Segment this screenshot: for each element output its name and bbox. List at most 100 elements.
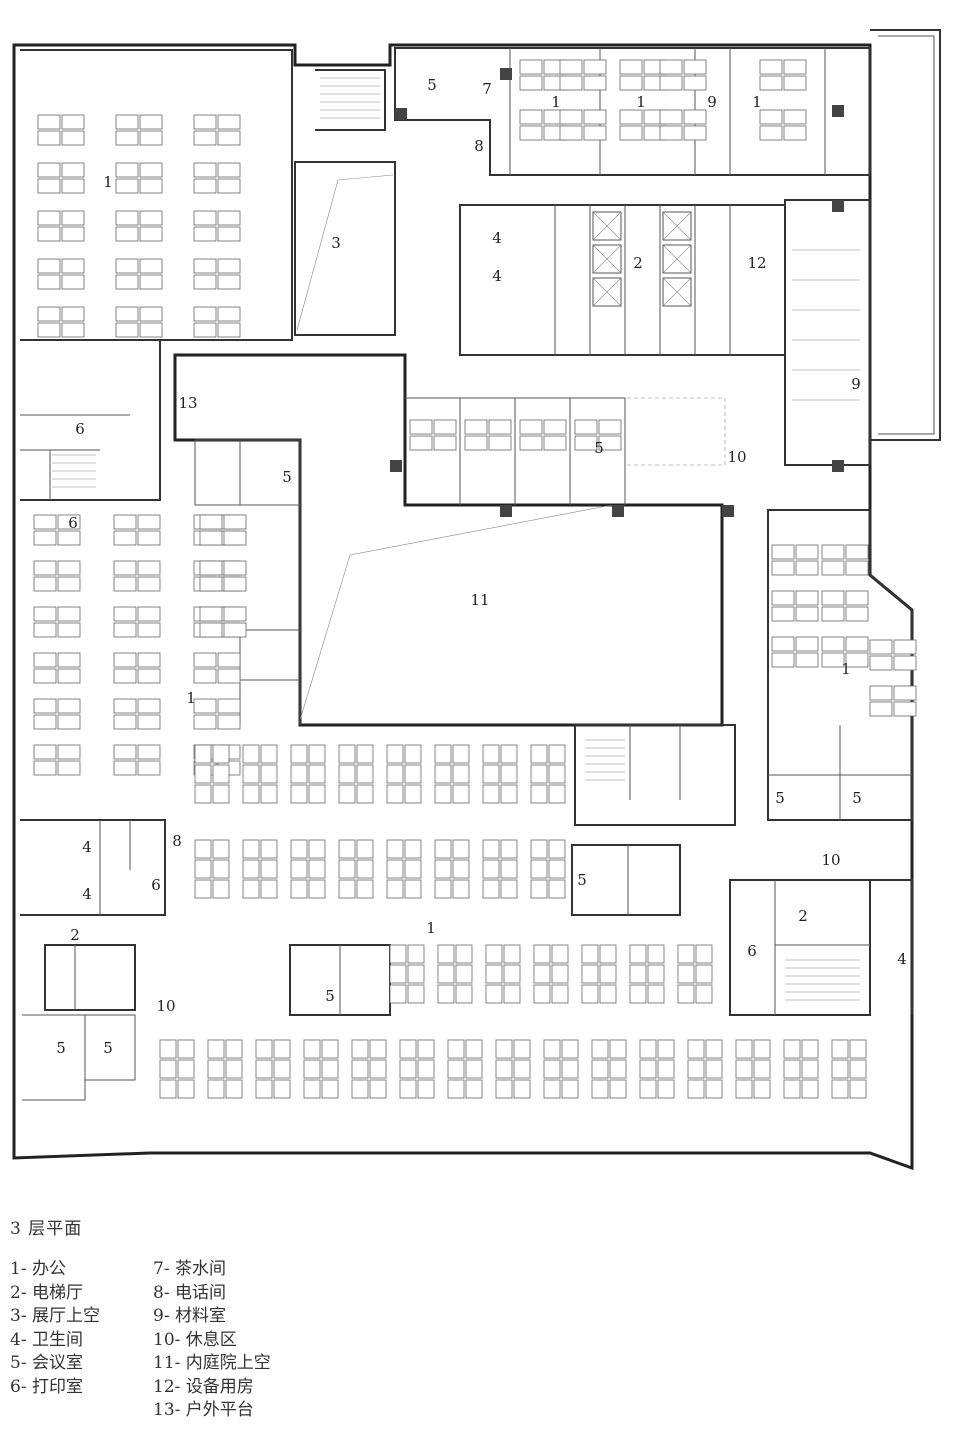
desk-shape xyxy=(683,59,707,75)
desk-shape xyxy=(159,1079,177,1099)
desk-shape xyxy=(583,109,607,125)
desk-shape xyxy=(37,258,61,274)
legend-item: 13- 户外平台 xyxy=(153,1400,254,1420)
desk-shape xyxy=(455,944,473,964)
desk-shape xyxy=(37,178,61,194)
desk-shape xyxy=(37,226,61,242)
desk-shape xyxy=(290,839,308,859)
desk-shape xyxy=(177,1039,195,1059)
desk-shape xyxy=(199,622,223,638)
desk-shape xyxy=(193,130,217,146)
desk-shape xyxy=(771,590,795,606)
desk-shape xyxy=(193,178,217,194)
legend-item: 12- 设备用房 xyxy=(153,1376,254,1397)
desk-shape xyxy=(659,59,683,75)
desk-shape xyxy=(482,784,500,804)
room-labels: 1 3 5 7 8 1 1 9 1 4 4 2 12 9 13 6 5 6 5 … xyxy=(56,76,907,1057)
desk-shape xyxy=(115,258,139,274)
desk-shape xyxy=(677,964,695,984)
desk-shape xyxy=(404,744,422,764)
desk-shape xyxy=(530,879,548,899)
desk-shape xyxy=(217,226,241,242)
desk-shape xyxy=(137,514,161,530)
desk-shape xyxy=(242,784,260,804)
room-label: 1 xyxy=(841,660,851,678)
desk-shape xyxy=(683,109,707,125)
desk-shape xyxy=(495,1079,513,1099)
desk-shape xyxy=(303,1039,321,1059)
desk-shape xyxy=(113,744,137,760)
room-label: 4 xyxy=(82,885,92,903)
desk-shape xyxy=(217,162,241,178)
desk-shape xyxy=(735,1039,753,1059)
desk-shape xyxy=(57,668,81,684)
desk-shape xyxy=(434,744,452,764)
desk-shape xyxy=(115,306,139,322)
desk-shape xyxy=(533,964,551,984)
desk-shape xyxy=(482,764,500,784)
room-label: 5 xyxy=(852,789,862,807)
desk-shape xyxy=(61,306,85,322)
room-label: 10 xyxy=(727,448,746,466)
desk-shape xyxy=(193,668,217,684)
desk-shape xyxy=(61,210,85,226)
desk-shape xyxy=(139,306,163,322)
desk-shape xyxy=(831,1039,849,1059)
desk-shape xyxy=(683,75,707,91)
room-label: 8 xyxy=(172,832,182,850)
desk-shape xyxy=(609,1079,627,1099)
desk-shape xyxy=(351,1079,369,1099)
desk-shape xyxy=(893,655,917,671)
desk-shape xyxy=(513,1079,531,1099)
desk-shape xyxy=(452,764,470,784)
desk-shape xyxy=(159,1039,177,1059)
desk-shape xyxy=(548,839,566,859)
desk-shape xyxy=(574,435,598,451)
room-label: 5 xyxy=(282,468,292,486)
desk-shape xyxy=(619,125,643,141)
desk-shape xyxy=(242,859,260,879)
desk-shape xyxy=(599,964,617,984)
desk-shape xyxy=(639,1059,657,1079)
desk-shape xyxy=(177,1059,195,1079)
desk-shape xyxy=(783,59,807,75)
desk-shape xyxy=(386,879,404,899)
desk-shape xyxy=(783,1079,801,1099)
desk-shape xyxy=(795,590,819,606)
desk-shape xyxy=(338,879,356,899)
desk-shape xyxy=(591,1079,609,1099)
desk-shape xyxy=(801,1039,819,1059)
desk-shape xyxy=(37,210,61,226)
desk-shape xyxy=(223,514,247,530)
desk-shape xyxy=(647,944,665,964)
desk-shape xyxy=(37,306,61,322)
desk-shape xyxy=(705,1039,723,1059)
desk-shape xyxy=(795,544,819,560)
desk-shape xyxy=(113,714,137,730)
desk-shape xyxy=(369,1039,387,1059)
room-label: 9 xyxy=(707,93,717,111)
desk-shape xyxy=(199,560,223,576)
desk-shape xyxy=(500,859,518,879)
desk-shape xyxy=(193,698,217,714)
desk-shape xyxy=(61,322,85,338)
desk-shape xyxy=(801,1059,819,1079)
desk-shape xyxy=(193,322,217,338)
desk-shape xyxy=(801,1079,819,1099)
desk-shape xyxy=(207,1059,225,1079)
desk-shape xyxy=(33,668,57,684)
desk-shape xyxy=(695,944,713,964)
desk-shape xyxy=(455,984,473,1004)
desk-shape xyxy=(500,879,518,899)
desk-shape xyxy=(212,879,230,899)
desk-shape xyxy=(139,258,163,274)
desk-shape xyxy=(194,879,212,899)
desk-shape xyxy=(199,576,223,592)
desk-shape xyxy=(530,744,548,764)
desk-shape xyxy=(404,764,422,784)
desk-shape xyxy=(223,576,247,592)
desk-shape xyxy=(137,576,161,592)
desk-shape xyxy=(581,984,599,1004)
desk-shape xyxy=(212,744,230,764)
room-label: 1 xyxy=(752,93,762,111)
